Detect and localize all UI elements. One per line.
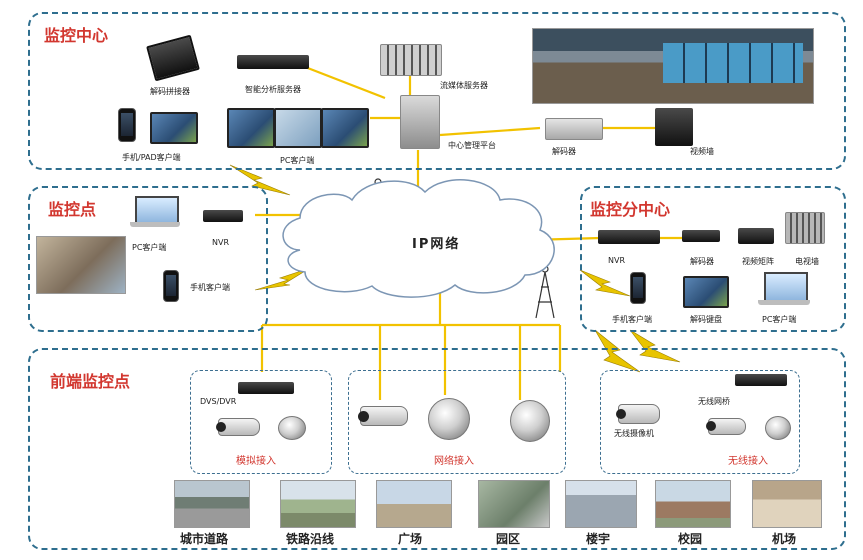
analog-access-box	[190, 370, 332, 474]
lens	[706, 421, 716, 431]
scene-photo-airport	[752, 480, 822, 528]
mobile-phone-icon	[118, 108, 136, 142]
wireless-dome-camera-icon	[765, 416, 791, 440]
scene-label-3: 园区	[496, 532, 521, 546]
decoder-label: 解码器	[552, 147, 576, 156]
storage-label: 流媒体服务器	[440, 81, 488, 90]
scene-label-4: 楼宇	[586, 532, 611, 546]
scene-label-2: 广场	[398, 532, 423, 546]
dvr-label: DVS/DVR	[200, 397, 237, 406]
lens	[358, 411, 369, 422]
point-nvr-icon	[203, 210, 243, 222]
sub-pad-label: 解码键盘	[690, 315, 722, 324]
sub-pc-label: PC客户端	[762, 315, 797, 324]
scene-photo-square	[376, 480, 452, 528]
sub-encoder-icon	[682, 230, 720, 242]
region-title-frontend: 前端监控点	[50, 372, 131, 391]
lens	[216, 422, 226, 432]
sub-decoder-label: 视频矩阵	[742, 257, 774, 266]
wall-controller-icon	[655, 108, 693, 146]
scene-photo-building	[565, 480, 637, 528]
wireless-camera-icon	[616, 404, 660, 424]
scene-photo-railway	[280, 480, 356, 528]
pc-monitor-2	[274, 108, 322, 148]
storage-array-icon	[380, 44, 442, 76]
scene-label-5: 校园	[678, 532, 703, 546]
ip-network-label: IP网络	[412, 237, 461, 252]
decoder-icon	[545, 118, 603, 140]
pc-monitor-3	[321, 108, 369, 148]
scene-label-1: 铁路沿线	[286, 532, 335, 546]
network-dome-camera-icon	[428, 398, 470, 440]
point-phone-label: 手机客户端	[190, 283, 230, 292]
dvr-icon	[238, 382, 294, 394]
scene-photo-city-road	[174, 480, 250, 528]
analog-dome-camera-icon	[278, 416, 306, 440]
point-nvr-label: NVR	[212, 238, 230, 247]
analysis-server-icon	[237, 55, 309, 69]
sub-decoder-icon	[738, 228, 774, 244]
sub-keyboard-icon	[785, 212, 825, 244]
pc-client-label: PC客户端	[280, 156, 315, 165]
point-phone-icon	[163, 270, 179, 302]
scene-label-6: 机场	[772, 532, 797, 546]
network-access-title: 网络接入	[434, 456, 474, 467]
scene-photo-park	[478, 480, 550, 528]
laptop-base	[130, 222, 180, 227]
wireless-camera-label: 无线摄像机	[614, 429, 654, 438]
analysis-server-label: 智能分析服务器	[245, 85, 301, 94]
control-room-photo	[532, 28, 814, 104]
platform-label: 中心管理平台	[448, 141, 496, 150]
video-wall-panels	[663, 43, 803, 83]
laptop-icon	[135, 196, 179, 224]
wireless-bullet-camera-icon	[706, 418, 746, 435]
region-title-subcenter: 监控分中心	[590, 200, 671, 219]
sub-encoder-label: 解码器	[690, 257, 714, 266]
region-title-point: 监控点	[48, 200, 97, 219]
room-photo	[36, 236, 126, 294]
platform-server-icon	[400, 95, 440, 149]
analog-bullet-camera-icon	[216, 418, 260, 436]
sub-laptop-icon	[764, 272, 808, 302]
sub-phone-icon	[630, 272, 646, 304]
scene-photo-campus	[655, 480, 731, 528]
region-frontend	[28, 348, 846, 550]
region-monitoring-center	[28, 12, 846, 170]
wireless-bridge-label: 无线网桥	[698, 397, 730, 406]
sub-pad-icon	[683, 276, 729, 308]
region-sub-center	[580, 186, 846, 332]
mobile-pad-label: 手机/PAD客户端	[122, 153, 181, 162]
decoder-board-label: 解码拼接器	[150, 87, 190, 96]
wireless-access-box	[600, 370, 800, 474]
pad-icon	[150, 112, 198, 144]
sub-nvr-icon	[598, 230, 660, 244]
pc-monitor-1	[227, 108, 275, 148]
analog-access-title: 模拟接入	[236, 456, 276, 467]
wireless-access-title: 无线接入	[728, 456, 768, 467]
wireless-bridge-icon	[735, 374, 787, 386]
scene-label-0: 城市道路	[180, 532, 229, 546]
point-pc-label: PC客户端	[132, 243, 167, 252]
network-speed-dome-icon	[510, 400, 550, 442]
network-bullet-camera-icon	[358, 406, 408, 426]
wall-label: 视频墙	[690, 147, 714, 156]
region-title-center: 监控中心	[44, 26, 109, 45]
lens	[616, 409, 626, 419]
network-access-box	[348, 370, 566, 474]
sub-nvr-label: NVR	[608, 256, 626, 265]
sub-laptop-base	[758, 300, 810, 305]
region-monitoring-point	[28, 186, 268, 332]
sub-keyboard-label: 电视墙	[795, 257, 819, 266]
sub-phone-label: 手机客户端	[612, 315, 652, 324]
